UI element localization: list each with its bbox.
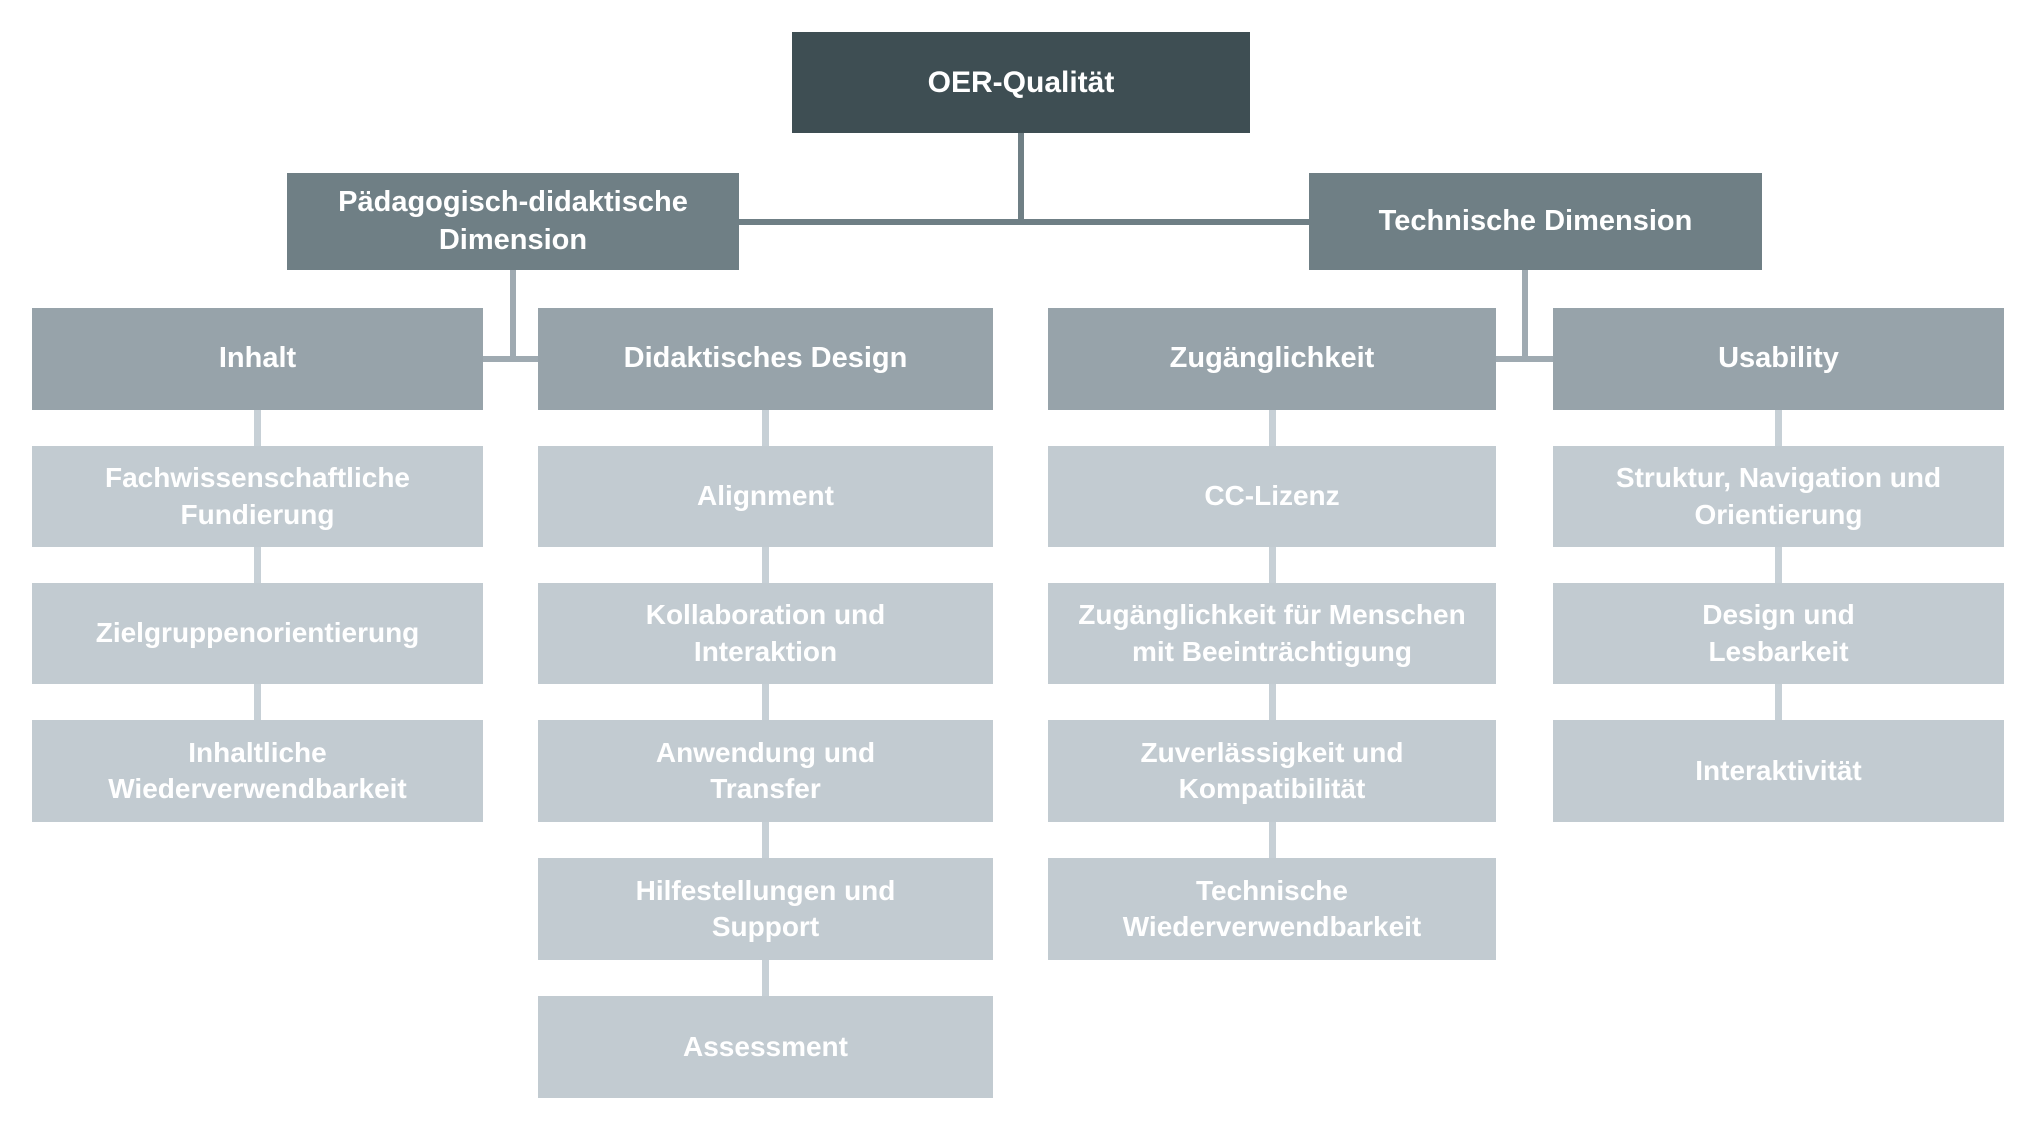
connector-col2-5 bbox=[762, 960, 769, 996]
connector-col2-2 bbox=[762, 547, 769, 583]
node-alignment: Alignment bbox=[538, 446, 993, 547]
node-hilfestellungen-und-support: Hilfestellungen und Support bbox=[538, 858, 993, 960]
connector-col3-2 bbox=[1269, 547, 1276, 583]
node-usability: Usability bbox=[1553, 308, 2004, 410]
connector-col2-4 bbox=[762, 822, 769, 858]
node-interaktivitaet: Interaktivität bbox=[1553, 720, 2004, 822]
node-inhaltliche-wiederverwendbarkeit: Inhaltliche Wiederverwendbarkeit bbox=[32, 720, 483, 822]
node-anwendung-und-transfer: Anwendung und Transfer bbox=[538, 720, 993, 822]
connector-col3-3 bbox=[1269, 684, 1276, 720]
node-cc-lizenz: CC-Lizenz bbox=[1048, 446, 1496, 547]
node-zielgruppenorientierung: Zielgruppenorientierung bbox=[32, 583, 483, 684]
node-fachwissenschaftliche-fundierung: Fachwissenschaftliche Fundierung bbox=[32, 446, 483, 547]
node-zuverlaessigkeit-und-kompatibilitaet: Zuverlässigkeit und Kompatibilität bbox=[1048, 720, 1496, 822]
connector-col4-3 bbox=[1775, 684, 1782, 720]
connector-col2-1 bbox=[762, 410, 769, 446]
node-struktur-navigation-orientierung: Struktur, Navigation und Orientierung bbox=[1553, 446, 2004, 547]
node-design-und-lesbarkeit: Design und Lesbarkeit bbox=[1553, 583, 2004, 684]
connector-root-horizontal bbox=[739, 219, 1309, 225]
connector-dim1-horizontal bbox=[483, 356, 538, 362]
connector-col1-2 bbox=[254, 547, 261, 583]
node-paedagogisch-didaktische-dimension: Pädagogisch-didaktische Dimension bbox=[287, 173, 739, 270]
node-kollaboration-und-interaktion: Kollaboration und Interaktion bbox=[538, 583, 993, 684]
node-technische-dimension: Technische Dimension bbox=[1309, 173, 1762, 270]
connector-col1-1 bbox=[254, 410, 261, 446]
connector-col4-1 bbox=[1775, 410, 1782, 446]
node-assessment: Assessment bbox=[538, 996, 993, 1098]
connector-col4-2 bbox=[1775, 547, 1782, 583]
connector-dim2-horizontal bbox=[1496, 356, 1553, 362]
connector-dim1-vertical bbox=[510, 270, 516, 362]
connector-col3-1 bbox=[1269, 410, 1276, 446]
connector-col2-3 bbox=[762, 684, 769, 720]
connector-dim2-vertical bbox=[1522, 270, 1528, 362]
node-zugaenglichkeit-fuer-menschen: Zugänglichkeit für Menschen mit Beeinträ… bbox=[1048, 583, 1496, 684]
connector-col1-3 bbox=[254, 684, 261, 720]
connector-col3-4 bbox=[1269, 822, 1276, 858]
node-oer-qualitaet: OER-Qualität bbox=[792, 32, 1250, 133]
node-technische-wiederverwendbarkeit: Technische Wiederverwendbarkeit bbox=[1048, 858, 1496, 960]
node-zugaenglichkeit: Zugänglichkeit bbox=[1048, 308, 1496, 410]
connector-root-vertical bbox=[1018, 133, 1024, 223]
node-inhalt: Inhalt bbox=[32, 308, 483, 410]
node-didaktisches-design: Didaktisches Design bbox=[538, 308, 993, 410]
